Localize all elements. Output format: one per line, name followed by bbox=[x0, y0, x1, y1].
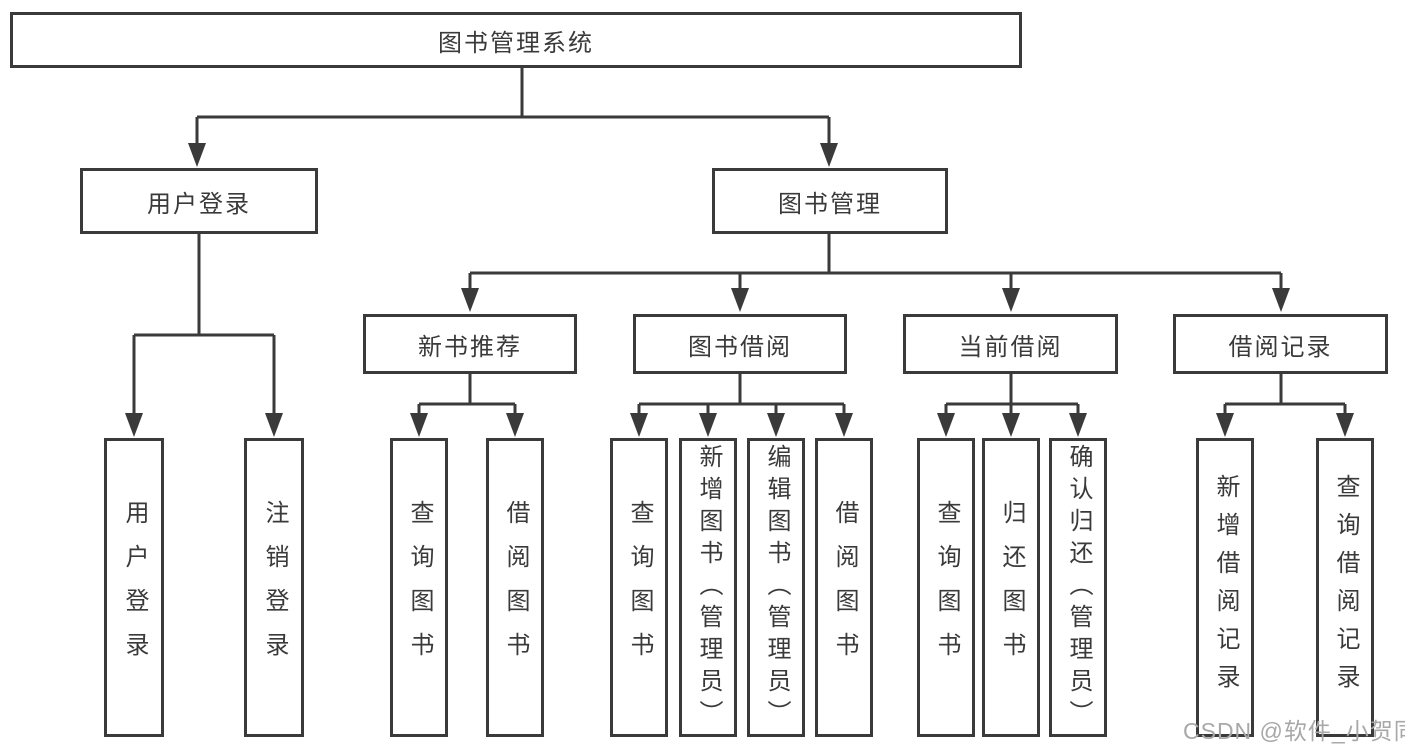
arrowhead-down-icon bbox=[1272, 288, 1290, 312]
leaf-query-borrow-record-label: 查询借阅记录 bbox=[1332, 473, 1359, 702]
leaf-add-books-admin-label: 新增图书（管理员） bbox=[695, 443, 722, 732]
leaf-logout: 注销登录 bbox=[244, 438, 304, 737]
node-new-book-recommendation-label: 新书推荐 bbox=[418, 333, 522, 361]
arrowhead-down-icon bbox=[937, 413, 955, 437]
node-book-borrowing-label: 图书借阅 bbox=[688, 333, 792, 361]
leaf-borrow-books-under-new: 借阅图书 bbox=[486, 438, 544, 737]
node-borrowing-records-label: 借阅记录 bbox=[1228, 333, 1333, 361]
leaf-user-login-label: 用户登录 bbox=[121, 499, 148, 676]
leaf-return-books-label: 归还图书 bbox=[998, 499, 1025, 676]
arrowhead-down-icon bbox=[731, 288, 749, 312]
arrowhead-down-icon bbox=[188, 143, 206, 167]
arrowhead-down-icon bbox=[1002, 413, 1020, 437]
leaf-query-books-under-new-label: 查询图书 bbox=[406, 499, 433, 676]
node-book-management-label: 图书管理 bbox=[778, 190, 882, 218]
leaf-borrow-books-under-new-label: 借阅图书 bbox=[502, 499, 529, 676]
arrowhead-down-icon bbox=[699, 413, 717, 437]
node-book-borrowing: 图书借阅 bbox=[633, 314, 847, 374]
leaf-add-borrow-record-label: 新增借阅记录 bbox=[1212, 473, 1239, 702]
leaf-query-books-under-borrow: 查询图书 bbox=[610, 438, 668, 737]
leaf-add-books-admin: 新增图书（管理员） bbox=[679, 438, 737, 737]
node-library-management-system-label: 图书管理系统 bbox=[438, 29, 594, 57]
arrowhead-down-icon bbox=[461, 288, 479, 312]
arrowhead-down-icon bbox=[1069, 413, 1087, 437]
node-user-login: 用户登录 bbox=[80, 168, 318, 234]
connector-book-management bbox=[461, 234, 1290, 312]
leaf-borrow-books-under-borrow: 借阅图书 bbox=[815, 438, 873, 737]
arrowhead-down-icon bbox=[265, 413, 283, 437]
connector-borrow-records bbox=[1216, 374, 1354, 437]
node-book-management: 图书管理 bbox=[712, 168, 948, 234]
arrowhead-down-icon bbox=[125, 413, 143, 437]
leaf-borrow-books-under-borrow-label: 借阅图书 bbox=[831, 499, 858, 676]
arrowhead-down-icon bbox=[506, 413, 524, 437]
arrowhead-down-icon bbox=[630, 413, 648, 437]
node-borrowing-records: 借阅记录 bbox=[1173, 314, 1388, 374]
arrowhead-down-icon bbox=[1002, 288, 1020, 312]
connector-user-login bbox=[125, 234, 283, 437]
arrowhead-down-icon bbox=[820, 143, 838, 167]
leaf-confirm-return-admin: 确认归还（管理员） bbox=[1049, 438, 1107, 737]
leaf-query-books-under-borrow-label: 查询图书 bbox=[626, 499, 653, 676]
arrowhead-down-icon bbox=[1336, 413, 1354, 437]
leaf-add-borrow-record: 新增借阅记录 bbox=[1196, 438, 1254, 737]
leaf-confirm-return-admin-label: 确认归还（管理员） bbox=[1065, 443, 1092, 732]
arrowhead-down-icon bbox=[1216, 413, 1234, 437]
leaf-query-books-under-new: 查询图书 bbox=[390, 438, 448, 737]
leaf-return-books: 归还图书 bbox=[982, 438, 1040, 737]
leaf-edit-books-admin: 编辑图书（管理员） bbox=[747, 438, 805, 737]
node-current-borrowing-label: 当前借阅 bbox=[958, 333, 1063, 361]
arrowhead-down-icon bbox=[835, 413, 853, 437]
connector-book-borrowing bbox=[630, 374, 853, 437]
csdn-watermark: CSDN @软件_小贺同学 bbox=[1183, 718, 1405, 744]
node-library-management-system: 图书管理系统 bbox=[10, 12, 1022, 68]
node-current-borrowing: 当前借阅 bbox=[903, 314, 1118, 374]
connector-new-books bbox=[410, 374, 524, 437]
leaf-logout-label: 注销登录 bbox=[261, 499, 288, 676]
arrowhead-down-icon bbox=[767, 413, 785, 437]
leaf-query-books-under-current-label: 查询图书 bbox=[933, 499, 960, 676]
leaf-edit-books-admin-label: 编辑图书（管理员） bbox=[763, 443, 790, 732]
node-new-book-recommendation: 新书推荐 bbox=[363, 314, 577, 374]
arrowhead-down-icon bbox=[410, 413, 428, 437]
leaf-query-borrow-record: 查询借阅记录 bbox=[1316, 438, 1374, 737]
connector-current-borrow bbox=[937, 374, 1087, 437]
leaf-query-books-under-current: 查询图书 bbox=[917, 438, 975, 737]
leaf-user-login: 用户登录 bbox=[104, 438, 164, 737]
connector-root bbox=[188, 65, 838, 167]
node-user-login-label: 用户登录 bbox=[147, 190, 251, 218]
